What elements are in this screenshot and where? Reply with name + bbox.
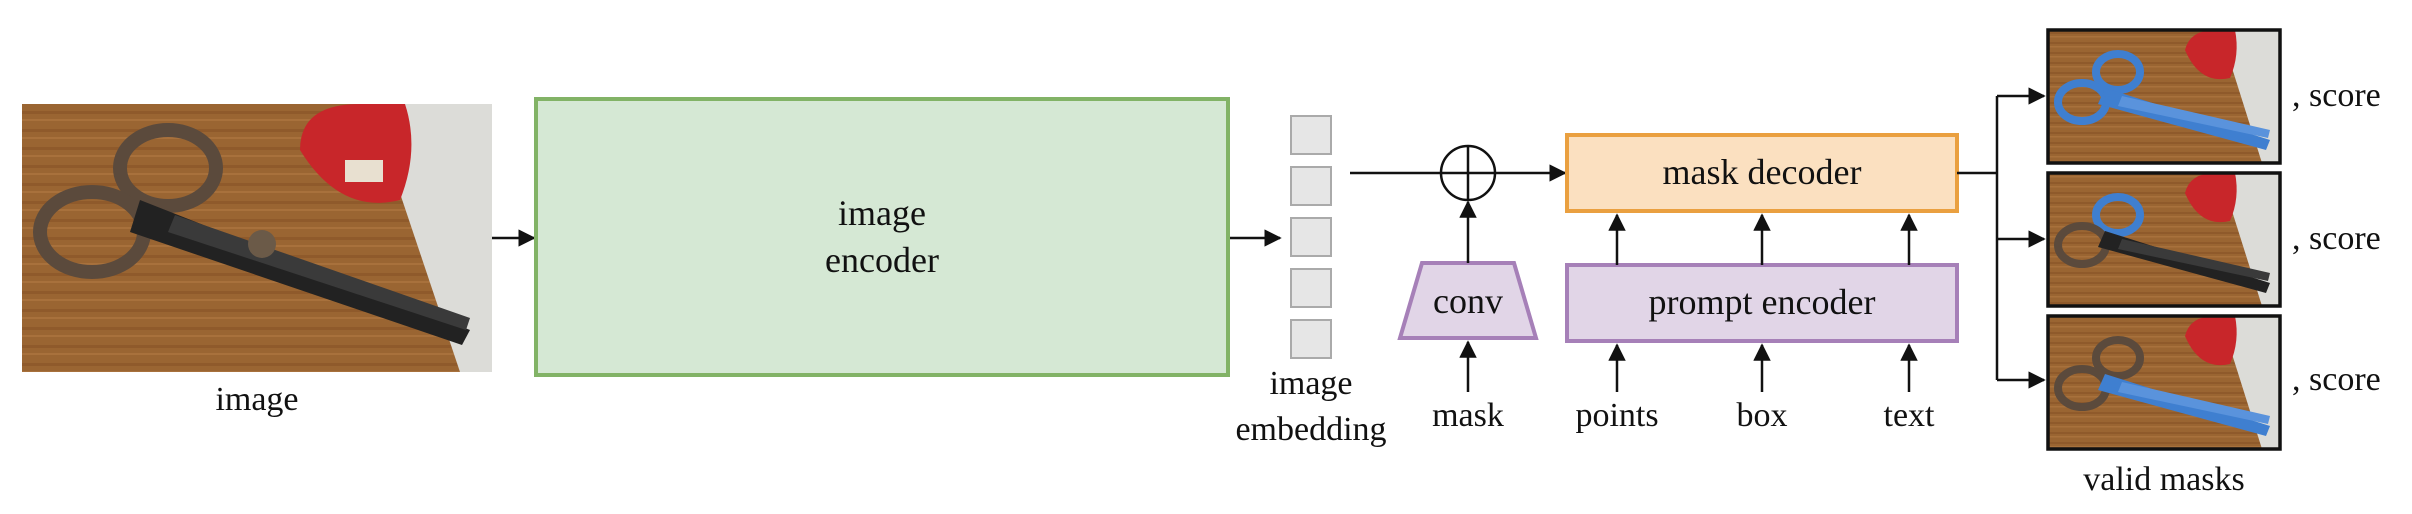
embedding-token — [1290, 268, 1332, 308]
text-label: text — [1884, 397, 1936, 434]
prompt-encoder-label: prompt encoder — [1649, 282, 1876, 322]
image-encoder-box — [534, 97, 1230, 377]
mask-input-label: mask — [1432, 397, 1504, 434]
prompt-encoder-box — [1565, 263, 1959, 343]
points-label: points — [1575, 397, 1658, 434]
score-label-3: , score — [2292, 361, 2381, 398]
score-label-1: , score — [2292, 77, 2381, 114]
mask-thumbnail-2 — [2046, 171, 2282, 308]
box-label: box — [1737, 397, 1788, 434]
mask-thumbnail-1 — [2046, 28, 2282, 165]
image-label: image — [215, 381, 298, 418]
image-embedding-label-line2: embedding — [1235, 411, 1386, 448]
image-encoder-label-line1: image — [838, 193, 926, 233]
embedding-token — [1290, 319, 1332, 359]
mask-decoder-label: mask decoder — [1663, 152, 1862, 192]
image-embedding-label-line1: image — [1269, 365, 1352, 402]
valid-masks-label: valid masks — [2083, 461, 2244, 498]
input-image — [22, 104, 492, 372]
score-label-2: , score — [2292, 220, 2381, 257]
conv-block — [1397, 261, 1539, 340]
conv-label: conv — [1433, 281, 1503, 321]
mask-thumbnail-3 — [2046, 314, 2282, 451]
image-encoder-label-line2: encoder — [825, 240, 939, 280]
circle-plus-icon — [1439, 144, 1497, 202]
embedding-token — [1290, 115, 1332, 155]
embedding-token — [1290, 217, 1332, 257]
image-embedding-stack — [1290, 115, 1332, 359]
embedding-token — [1290, 166, 1332, 206]
